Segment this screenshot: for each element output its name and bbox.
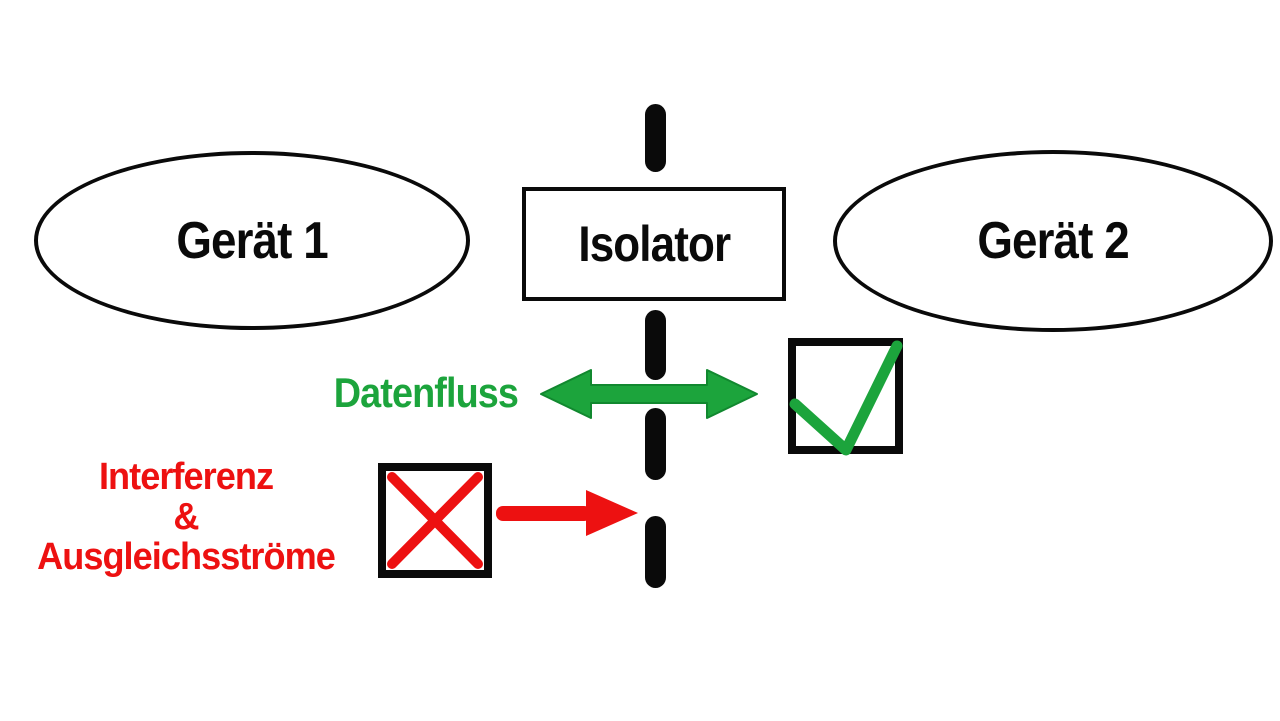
dataflow-label: Datenfluss — [333, 369, 519, 416]
device-1-ellipse: Gerät 1 — [34, 151, 470, 330]
isolation-barrier-dash-icon — [645, 516, 666, 588]
blocked-flow-arrow-icon — [496, 490, 638, 536]
device-2-label: Gerät 2 — [977, 212, 1129, 270]
isolation-barrier-dash-icon — [645, 104, 666, 172]
isolator-box: Isolator — [522, 187, 786, 301]
interference-label-line2: & — [173, 496, 199, 538]
x-mark-icon — [387, 472, 483, 569]
isolation-barrier-dash-icon — [645, 310, 666, 380]
checkmark-icon — [789, 340, 903, 456]
interference-label-line3: Ausgleichsströme — [37, 536, 336, 578]
bidirectional-arrow-icon — [540, 369, 758, 419]
blocked-box — [378, 463, 492, 578]
device-2-ellipse: Gerät 2 — [833, 150, 1273, 332]
isolator-label: Isolator — [578, 216, 731, 272]
interference-label-line1: Interferenz — [98, 456, 274, 498]
device-1-label: Gerät 1 — [176, 211, 328, 270]
allowed-checkbox — [788, 338, 903, 454]
isolation-barrier-dash-icon — [645, 408, 666, 480]
interference-label: Interferenz & Ausgleichsströme — [17, 457, 355, 577]
